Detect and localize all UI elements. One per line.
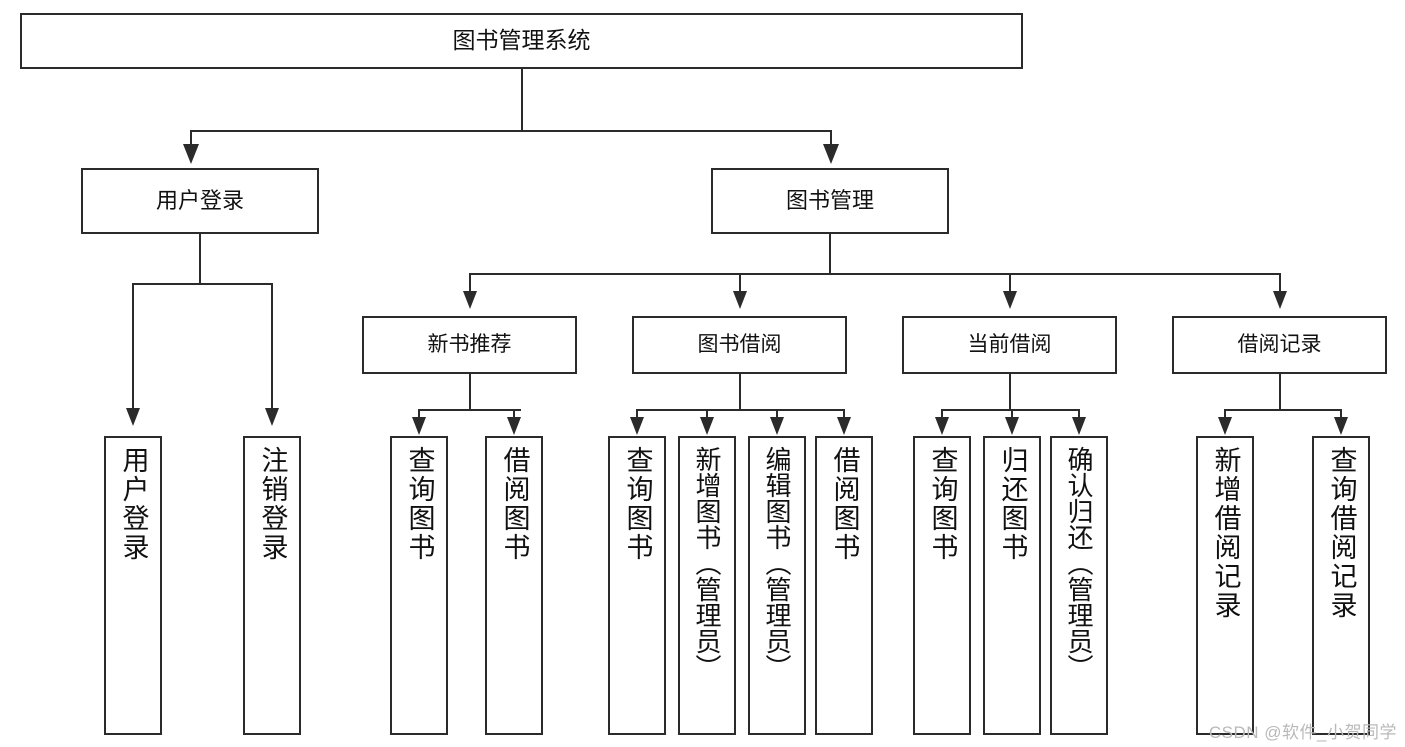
arrowhead-leaf-borrow-book-2 [837, 417, 851, 435]
connector-to-leaf-edit-book-admin [776, 409, 778, 419]
node-leaf-user-login-label: 用户登录 [118, 446, 149, 562]
node-leaf-edit-book-admin[interactable]: 编辑图书（管理员） [748, 436, 806, 735]
connector-to-leaf-logout-login [271, 283, 273, 410]
node-leaf-add-borrow-record-label: 新增借阅记录 [1210, 446, 1241, 620]
node-current-borrow[interactable]: 当前借阅 [902, 316, 1117, 374]
connector-to-leaf-confirm-return-admin [1078, 409, 1080, 419]
arrowhead-leaf-user-login [126, 408, 140, 426]
node-borrow-record-label: 借阅记录 [1237, 332, 1322, 356]
node-new-book-recommend-label: 新书推荐 [427, 332, 512, 356]
watermark: CSDN @软件_小贺同学 [1208, 723, 1397, 742]
connector-new-book-recommend-bus [418, 409, 521, 411]
arrowhead-leaf-add-borrow-record [1218, 417, 1232, 435]
connector-current-borrow-bus [941, 409, 1079, 411]
node-current-borrow-label: 当前借阅 [967, 332, 1052, 356]
connector-book-borrow-bus [636, 409, 844, 411]
node-leaf-add-book-admin-label: 新增图书（管理员） [692, 446, 722, 680]
connector-to-current-borrow [1009, 273, 1011, 293]
connector-to-leaf-query-book-2 [636, 409, 638, 419]
node-leaf-borrow-book-1-label: 借阅图书 [499, 446, 530, 562]
connector-to-leaf-query-book-3 [941, 409, 943, 419]
node-leaf-confirm-return-admin-label: 确认归还（管理员） [1064, 446, 1094, 680]
node-new-book-recommend[interactable]: 新书推荐 [362, 316, 577, 374]
node-leaf-query-borrow-record-label: 查询借阅记录 [1326, 446, 1357, 620]
connector-root-down [521, 69, 523, 131]
arrowhead-leaf-edit-book-admin [770, 417, 784, 435]
node-book-borrow[interactable]: 图书借阅 [632, 316, 847, 374]
arrowhead-leaf-return-book [1005, 417, 1019, 435]
connector-to-leaf-query-borrow-record [1340, 409, 1342, 419]
node-leaf-add-borrow-record[interactable]: 新增借阅记录 [1196, 436, 1254, 735]
arrowhead-book-management [823, 144, 839, 164]
arrowhead-leaf-query-book-1 [412, 417, 426, 435]
connector-to-leaf-borrow-book-2 [843, 409, 845, 419]
node-leaf-query-book-1-label: 查询图书 [404, 446, 435, 562]
arrowhead-new-book-recommend [463, 291, 477, 309]
arrowhead-leaf-query-borrow-record [1334, 417, 1348, 435]
node-book-management[interactable]: 图书管理 [711, 168, 949, 234]
arrowhead-book-borrow [733, 291, 747, 309]
connector-root-bus [190, 130, 832, 132]
connector-user-login-bus [132, 283, 271, 285]
node-leaf-query-book-2-label: 查询图书 [622, 446, 653, 562]
connector-borrow-record-down [1279, 374, 1281, 410]
node-leaf-query-book-3[interactable]: 查询图书 [913, 436, 971, 735]
connector-book-management-bus [469, 273, 1280, 275]
arrowhead-leaf-confirm-return-admin [1072, 417, 1086, 435]
connector-to-leaf-add-book-admin [706, 409, 708, 419]
arrowhead-leaf-borrow-book-1 [507, 417, 521, 435]
node-leaf-borrow-book-2-label: 借阅图书 [829, 446, 860, 562]
node-leaf-borrow-book-1[interactable]: 借阅图书 [485, 436, 543, 735]
node-leaf-query-book-2[interactable]: 查询图书 [608, 436, 666, 735]
node-book-borrow-label: 图书借阅 [697, 332, 782, 356]
arrowhead-borrow-record [1273, 291, 1287, 309]
connector-user-login-down [199, 234, 201, 284]
node-leaf-return-book-label: 归还图书 [997, 446, 1028, 562]
connector-current-borrow-down [1009, 374, 1011, 410]
node-leaf-user-login[interactable]: 用户登录 [104, 436, 162, 735]
arrowhead-leaf-add-book-admin [700, 417, 714, 435]
node-user-login[interactable]: 用户登录 [81, 168, 319, 234]
node-book-management-label: 图书管理 [785, 188, 874, 214]
node-leaf-borrow-book-2[interactable]: 借阅图书 [815, 436, 873, 735]
connector-to-new-book-recommend [469, 273, 471, 293]
node-user-login-label: 用户登录 [155, 188, 244, 214]
node-leaf-edit-book-admin-label: 编辑图书（管理员） [762, 446, 792, 680]
connector-to-leaf-return-book [1011, 409, 1013, 419]
node-leaf-logout-login-label: 注销登录 [257, 446, 288, 562]
arrowhead-current-borrow [1003, 291, 1017, 309]
connector-to-leaf-add-borrow-record [1224, 409, 1226, 419]
node-root[interactable]: 图书管理系统 [20, 13, 1023, 69]
connector-to-leaf-query-book-1 [418, 409, 420, 419]
connector-book-borrow-down [739, 374, 741, 410]
arrowhead-leaf-query-book-2 [630, 417, 644, 435]
connector-to-book-borrow [739, 273, 741, 293]
connector-to-borrow-record [1279, 273, 1281, 293]
node-borrow-record[interactable]: 借阅记录 [1172, 316, 1387, 374]
connector-root-to-book-management [830, 130, 832, 146]
node-leaf-confirm-return-admin[interactable]: 确认归还（管理员） [1050, 436, 1108, 735]
connector-to-leaf-borrow-book-1 [513, 409, 515, 419]
node-leaf-add-book-admin[interactable]: 新增图书（管理员） [678, 436, 736, 735]
node-leaf-query-borrow-record[interactable]: 查询借阅记录 [1312, 436, 1370, 735]
node-leaf-return-book[interactable]: 归还图书 [983, 436, 1041, 735]
node-root-label: 图书管理系统 [452, 27, 591, 54]
arrowhead-leaf-query-book-3 [935, 417, 949, 435]
node-leaf-query-book-3-label: 查询图书 [927, 446, 958, 562]
node-leaf-query-book-1[interactable]: 查询图书 [390, 436, 448, 735]
node-leaf-logout-login[interactable]: 注销登录 [243, 436, 301, 735]
connector-to-leaf-user-login [132, 283, 134, 410]
arrowhead-leaf-logout-login [265, 408, 279, 426]
connector-book-management-down [829, 234, 831, 274]
arrowhead-user-login [183, 144, 199, 164]
connector-root-to-user-login [190, 130, 192, 146]
connector-borrow-record-bus [1224, 409, 1341, 411]
connector-new-book-recommend-down [469, 374, 471, 410]
